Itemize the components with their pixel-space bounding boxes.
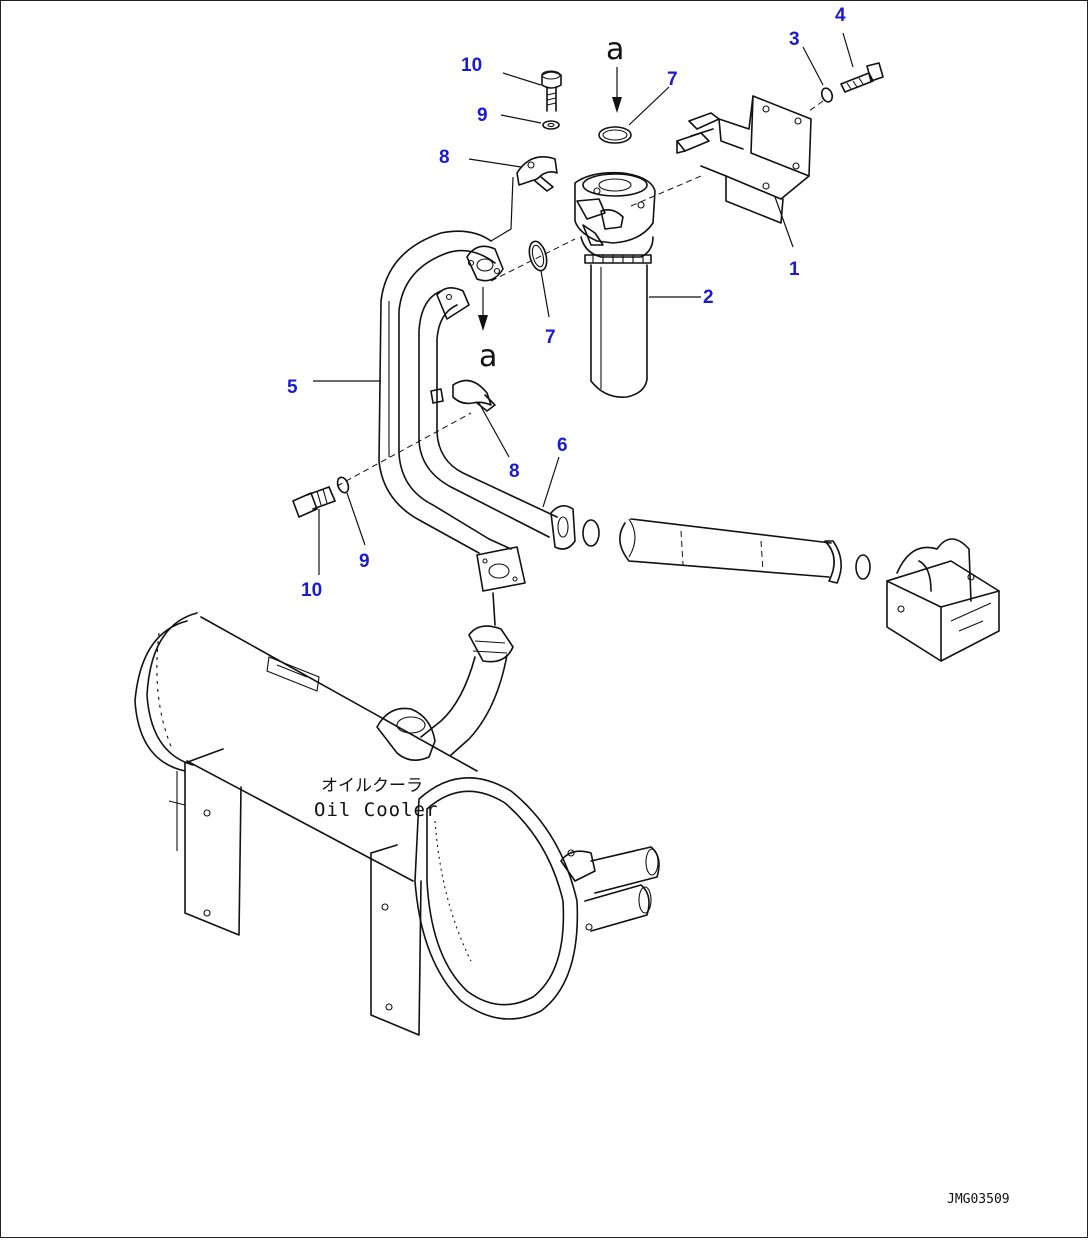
callout-bracket: 1 [789,259,800,280]
oil-cooler-label-jp: オイルクーラ [321,776,423,796]
tube-main-part [378,230,526,592]
clamp-top-part [516,156,558,192]
oil-cooler-part [134,612,660,1036]
callout-oring-mid: 7 [545,327,556,348]
bolt-lower-part [292,486,336,518]
washer-top-part [808,87,834,112]
filter-part [574,171,656,398]
callout-clamp-bottom: 8 [509,461,520,482]
callout-tube-main: 5 [287,377,298,398]
hose-part [420,592,514,756]
coupling-part [886,538,1000,662]
callout-bolt-lower: 10 [301,580,322,601]
washer-lower-part [336,476,350,494]
oring-top-part [598,126,632,144]
callout-filter: 2 [703,287,714,308]
callout-bolt-top: 4 [835,5,846,26]
ref-arrow-mid: a [478,287,497,374]
oil-cooler-label-en: Oil Cooler [314,799,438,821]
callout-washer-upper: 9 [477,105,488,126]
clamp-bottom-part [336,379,496,487]
assembly-axis-line [490,238,576,282]
callout-washer-top: 3 [789,29,800,50]
callout-washer-lower: 9 [359,551,370,572]
callout-oring-top: 7 [667,69,678,90]
reference-mark-top: a [606,32,624,67]
tube-outlet-part [418,287,600,550]
oring-mid-part [528,240,548,272]
callout-bolt-upper: 10 [461,55,482,76]
ref-arrow-top: a [606,32,624,113]
reference-mark-mid: a [479,339,497,374]
pipe-part [619,518,871,584]
callout-clamp-top: 8 [439,147,450,168]
washer-upper-part [542,120,560,130]
leader-lines [313,32,854,575]
drawing-code: JMG03509 [947,1192,1010,1207]
callout-tube-outlet: 6 [557,435,568,456]
bracket-part [630,95,812,224]
bolt-top-part [840,62,884,93]
bolt-upper-part [541,70,562,112]
